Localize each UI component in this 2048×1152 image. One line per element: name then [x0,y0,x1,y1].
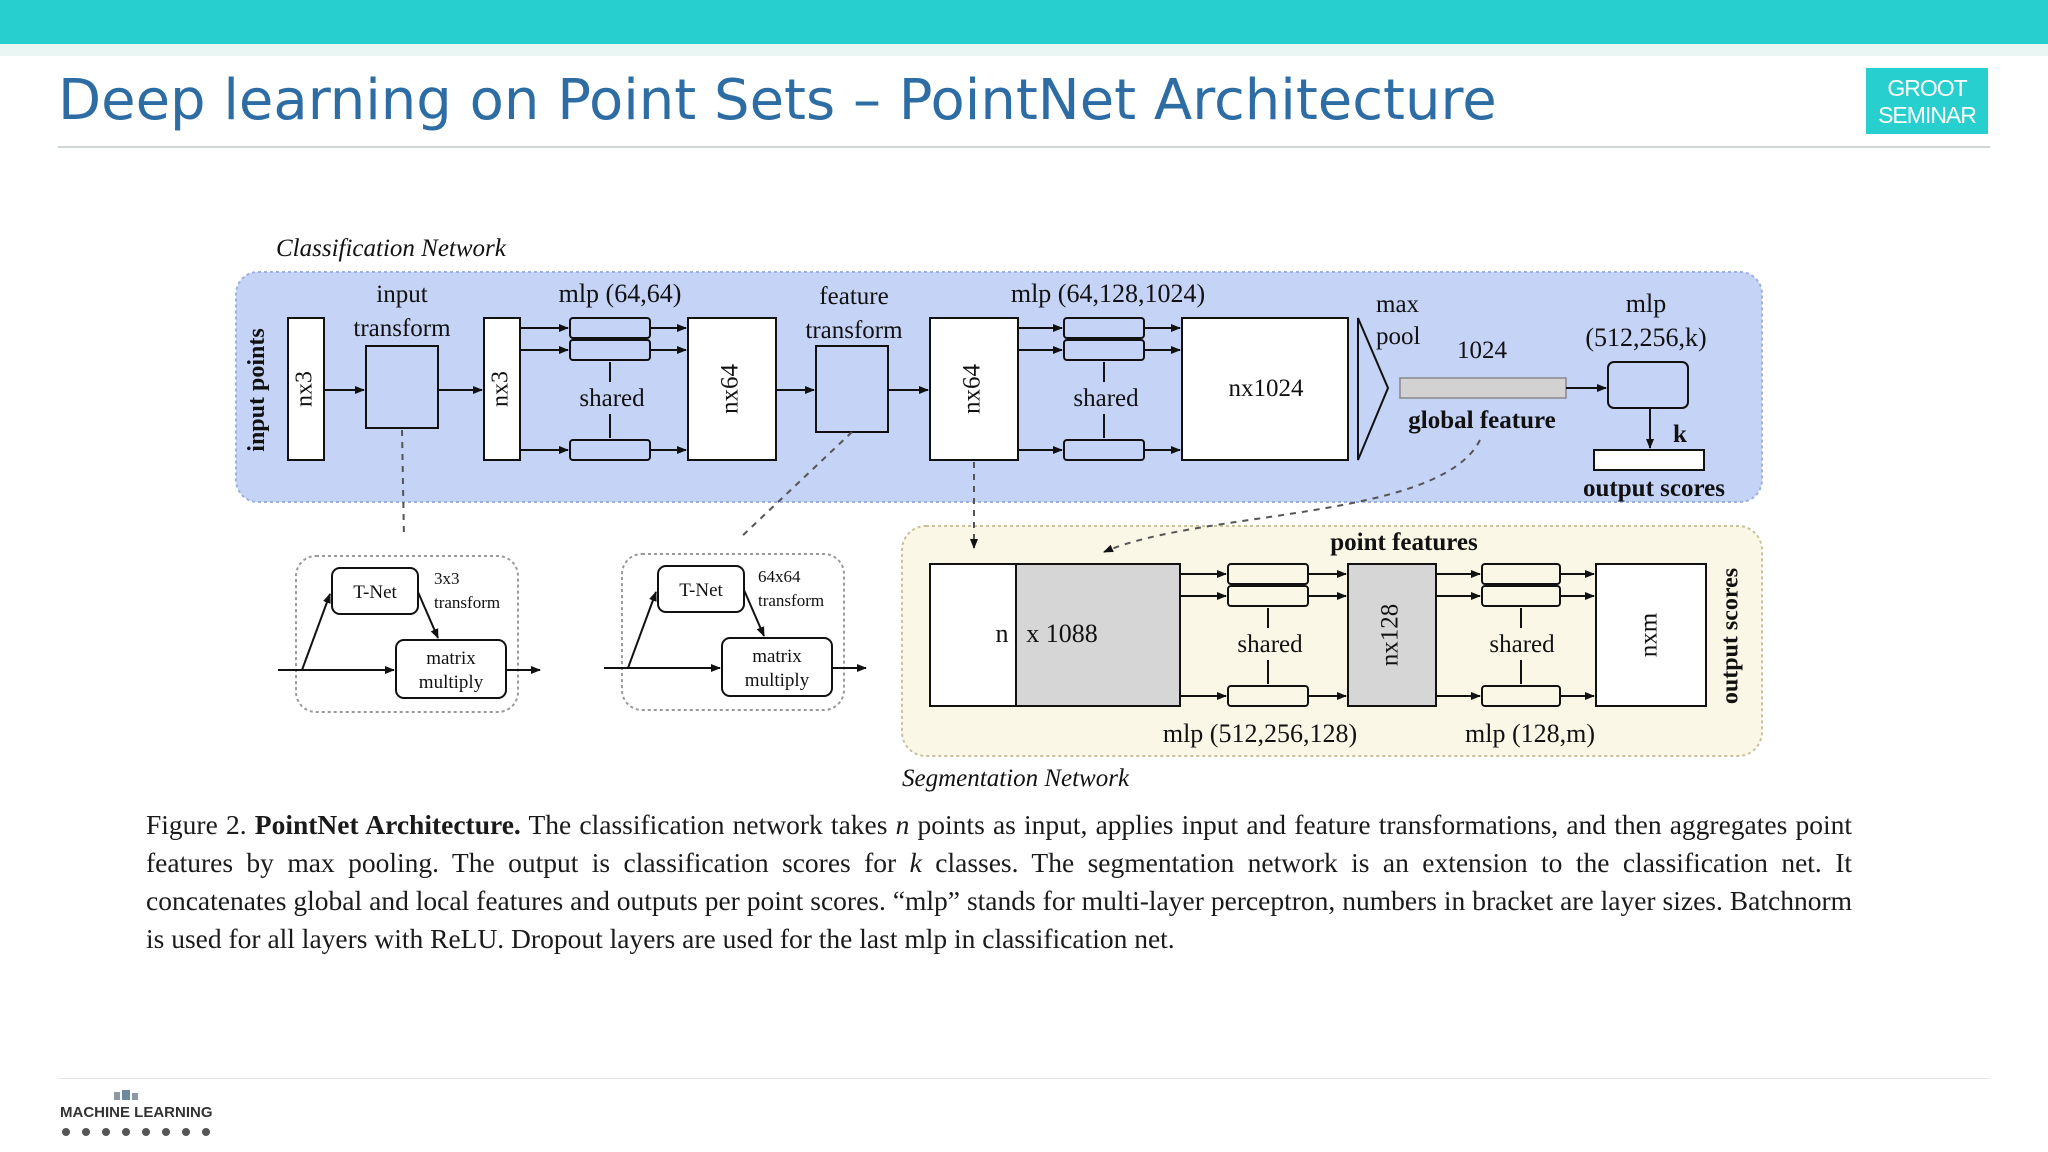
badge-line-2: SEMINAR [1878,102,1977,128]
caption-var-n: n [895,809,910,840]
segmentation-network-label: Segmentation Network [902,765,1130,792]
nx1024-label: nx1024 [1229,375,1305,402]
nxm-box [1595,563,1707,707]
transform-64-label-1: 64x64 [758,567,801,586]
tnet-box-2 [657,565,745,613]
nx64-box-b [929,317,1019,461]
concat-box-global [1015,563,1181,707]
top-accent-strip [0,44,2048,56]
badge-line-1: GROOT [1887,75,1967,101]
title-divider [58,146,1990,148]
input-transform-box [365,345,439,429]
transform-3x3-label-1: 3x3 [434,569,460,588]
nx64-label-a: nx64 [717,364,744,415]
caption-seg-2: points as input, applies input and featu… [146,809,1853,878]
input-points-label: input points [244,328,270,451]
matrix-multiply-label-1b: multiply [419,672,484,693]
caption-prefix: Figure 2. [146,809,247,840]
mlp4-label: mlp (512,256,128) [1163,719,1357,748]
nx64-label-b: nx64 [959,364,986,415]
nx64-box-a [687,317,777,461]
matrix-multiply-label-2a: matrix [752,646,802,667]
shared-label-4: shared [1489,631,1555,658]
concat-box-local [929,563,1017,707]
logo-text: MACHINE LEARNING [60,1104,213,1121]
tnet-box-1 [331,567,419,615]
global-feature-bar [1399,377,1567,399]
nx128-label: nx128 [1377,604,1404,667]
transform-3x3-label-2: transform [434,593,500,612]
nx3-box-b [483,317,521,461]
caption-seg-1: The classification network takes [528,809,888,840]
max-pool-label-2: pool [1376,323,1421,350]
logo-icon [62,1090,210,1136]
tnet-label-2: T-Net [679,580,723,601]
feature-transform-box [815,345,889,433]
slide-title: Deep learning on Point Sets – PointNet A… [58,68,1497,133]
caption-bold-title: PointNet Architecture. [254,809,521,840]
input-transform-label-1: input [376,281,427,308]
dim-1024-label: 1024 [1457,337,1508,364]
mlp3-label-2: (512,256,k) [1585,323,1706,352]
machine-learning-logo: MACHINE LEARNING [60,1090,230,1142]
n-label: n [996,619,1009,648]
mlp3-box [1607,361,1689,409]
shared-label-2: shared [1073,385,1139,412]
transform-64-label-2: transform [758,591,824,610]
caption-seg-3: classes. The segmentation network is an … [146,847,1853,954]
input-transform-label-2: transform [353,315,451,342]
output-scores-label: output scores [1583,475,1725,502]
mlp2-label: mlp (64,128,1024) [1011,279,1205,308]
shared-label-1: shared [579,385,645,412]
nx1024-box [1181,317,1349,461]
mlp1-label: mlp (64,64) [559,279,682,308]
mlp3-label-1: mlp [1626,289,1666,318]
footer-divider [58,1078,1990,1079]
classification-network-label: Classification Network [276,235,507,262]
x1088-label: x 1088 [1026,619,1098,648]
pointnet-architecture-diagram: Classification Network input points nx3 … [235,235,1763,792]
tnet-label-1: T-Net [353,582,397,603]
max-pool-symbol [1357,317,1390,461]
nx3-label-b: nx3 [488,371,514,407]
caption-var-k: k [909,847,922,878]
mlp5-label: mlp (128,m) [1465,719,1595,748]
feature-transform-label-2: transform [805,317,903,344]
shared-label-3: shared [1237,631,1303,658]
k-label: k [1673,421,1687,448]
groot-seminar-badge: GROOT SEMINAR [1866,68,1988,134]
top-accent-bar [0,0,2048,44]
nxm-label: nxm [1636,612,1663,657]
seg-output-scores-label: output scores [1718,568,1744,704]
nx128-box [1347,563,1437,707]
matrix-multiply-label-2b: multiply [745,670,810,691]
nx3-label-a: nx3 [292,371,318,407]
max-pool-label-1: max [1376,291,1420,318]
class-scores-bar [1593,449,1705,471]
feature-transform-label-1: feature [819,283,888,310]
matrix-multiply-label-1a: matrix [426,648,476,669]
figure-caption: Figure 2. PointNet Architecture. The cla… [146,806,1852,958]
global-feature-label: global feature [1408,407,1555,434]
point-features-label: point features [1330,529,1478,556]
